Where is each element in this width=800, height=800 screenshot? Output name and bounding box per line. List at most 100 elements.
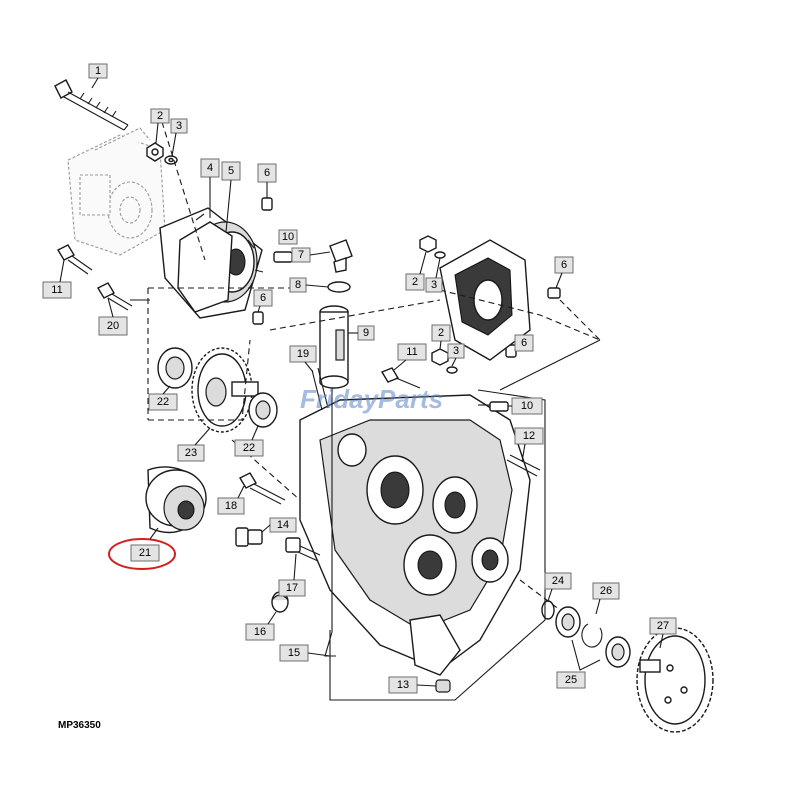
svg-text:12: 12 — [523, 430, 535, 442]
svg-text:3: 3 — [453, 345, 459, 357]
callout-2-right[interactable]: 2 — [405, 273, 425, 291]
pin-part-6-a — [261, 197, 273, 211]
svg-text:10: 10 — [282, 231, 294, 243]
svg-text:27: 27 — [657, 620, 669, 632]
callout-20[interactable]: 20 — [98, 316, 128, 336]
callout-4[interactable]: 4 — [200, 158, 220, 178]
callout-2-top[interactable]: 2 — [150, 108, 170, 124]
callout-3-right[interactable]: 3 — [425, 277, 443, 293]
svg-text:9: 9 — [363, 327, 369, 339]
callout-10-right[interactable]: 10 — [511, 397, 543, 415]
callout-1[interactable]: 1 — [88, 63, 108, 79]
svg-text:26: 26 — [600, 585, 612, 597]
svg-text:14: 14 — [277, 519, 289, 531]
svg-text:5: 5 — [228, 165, 234, 177]
svg-text:2: 2 — [438, 327, 444, 339]
svg-text:6: 6 — [260, 292, 266, 304]
callout-13[interactable]: 13 — [388, 676, 418, 694]
callout-26[interactable]: 26 — [592, 582, 620, 600]
washer-part-3-right — [434, 251, 446, 259]
svg-text:3: 3 — [431, 279, 437, 291]
svg-text:2: 2 — [157, 110, 163, 122]
pin-part-6-b — [252, 311, 264, 325]
svg-text:4: 4 — [207, 162, 213, 174]
stud-part-12 — [506, 454, 541, 477]
callout-11-left[interactable]: 11 — [42, 281, 72, 299]
svg-text:24: 24 — [552, 575, 564, 587]
callout-9[interactable]: 9 — [357, 325, 375, 341]
callout-12[interactable]: 12 — [514, 427, 544, 445]
snap-ring-part-26 — [581, 623, 603, 648]
nut-part-2-top — [146, 142, 164, 162]
callout-18[interactable]: 18 — [217, 497, 245, 515]
callout-10-upper[interactable]: 10 — [278, 229, 298, 245]
seal-part-24 — [541, 600, 555, 620]
bearing-part-21 — [145, 466, 207, 534]
callout-23[interactable]: 23 — [177, 444, 205, 462]
svg-text:11: 11 — [406, 346, 417, 358]
svg-text:7: 7 — [298, 249, 304, 261]
callout-8[interactable]: 8 — [289, 277, 307, 293]
callout-16[interactable]: 16 — [245, 623, 275, 641]
callout-24[interactable]: 24 — [544, 572, 572, 590]
callout-6-lower[interactable]: 6 — [514, 334, 534, 352]
nut-part-2-lower — [431, 348, 449, 366]
callout-3-lower[interactable]: 3 — [447, 343, 465, 359]
svg-text:15: 15 — [288, 647, 300, 659]
bearing-part-22-left — [157, 347, 193, 389]
bolt-part-17 — [285, 537, 321, 562]
washer-part-3-top — [164, 155, 178, 165]
bolt-part-1 — [54, 79, 129, 131]
svg-text:8: 8 — [295, 279, 301, 291]
svg-text:10: 10 — [521, 400, 533, 412]
callout-15[interactable]: 15 — [279, 644, 309, 662]
nut-part-2-right — [419, 235, 437, 253]
callout-6-mid[interactable]: 6 — [253, 289, 273, 307]
fitting-part-14 — [235, 527, 263, 547]
callout-22-left[interactable]: 22 — [148, 393, 178, 411]
callout-25[interactable]: 25 — [556, 671, 586, 689]
callout-11-middle[interactable]: 11 — [397, 343, 427, 361]
svg-text:18: 18 — [225, 500, 237, 512]
parts-drawing — [54, 79, 714, 733]
svg-text:22: 22 — [243, 442, 255, 454]
callout-19[interactable]: 19 — [289, 345, 317, 363]
callout-27[interactable]: 27 — [649, 617, 677, 635]
pump-housing-right — [439, 239, 531, 361]
transaxle-case-part-15 — [299, 394, 531, 693]
svg-text:17: 17 — [286, 582, 298, 594]
callout-6-right[interactable]: 6 — [554, 256, 574, 274]
callout-7[interactable]: 7 — [291, 247, 311, 263]
callout-5[interactable]: 5 — [221, 161, 241, 181]
bolt-part-11-left — [57, 244, 93, 275]
watermark-text: FridayParts — [300, 384, 443, 414]
bolt-part-10-right — [478, 401, 509, 412]
svg-text:21: 21 — [139, 547, 151, 559]
svg-text:16: 16 — [254, 626, 266, 638]
oring-part-8 — [327, 281, 351, 293]
svg-text:2: 2 — [412, 276, 418, 288]
callout-22-right[interactable]: 22 — [234, 439, 264, 457]
shaft-part-9 — [319, 305, 349, 389]
svg-text:1: 1 — [95, 65, 101, 77]
callout-2-lower[interactable]: 2 — [431, 324, 451, 342]
svg-text:13: 13 — [397, 679, 409, 691]
svg-text:6: 6 — [561, 259, 567, 271]
callout-17[interactable]: 17 — [278, 579, 306, 597]
svg-text:3: 3 — [176, 120, 182, 132]
svg-text:6: 6 — [521, 337, 527, 349]
callout-14[interactable]: 14 — [269, 517, 297, 533]
callout-21-highlighted[interactable]: 21 — [130, 544, 160, 562]
washer-part-3-lower — [446, 366, 458, 374]
svg-text:20: 20 — [107, 320, 119, 332]
plug-part-7 — [329, 239, 353, 273]
svg-text:25: 25 — [565, 674, 577, 686]
callout-6-top[interactable]: 6 — [257, 163, 277, 183]
bearing-part-25 — [555, 606, 631, 668]
gear-part-23 — [191, 347, 259, 433]
svg-text:11: 11 — [51, 284, 62, 296]
svg-text:22: 22 — [157, 396, 169, 408]
callout-3-top[interactable]: 3 — [170, 118, 188, 134]
callout-layer: 1 2 3 4 5 6 10 7 8 9 2 3 6 11 20 6 2 — [42, 63, 677, 694]
